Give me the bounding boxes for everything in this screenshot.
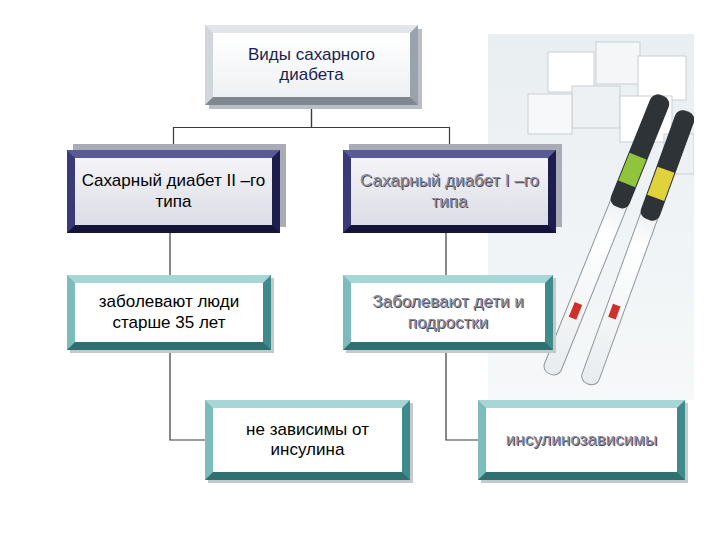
type-box: Сахарный диабет II –го типа bbox=[67, 150, 280, 233]
box-text: не зависимы от инсулина bbox=[213, 420, 402, 461]
box-text: инсулинозависимы bbox=[502, 430, 661, 450]
tree-connector bbox=[446, 350, 478, 440]
tree-connector bbox=[170, 350, 205, 440]
tree-connector bbox=[312, 105, 450, 150]
box-text: Виды сахарного диабета bbox=[213, 45, 410, 86]
type-box: Сахарный диабет I –го типа bbox=[343, 150, 556, 233]
tree-connector bbox=[169, 233, 170, 275]
age-box: Заболевают дети и подростки bbox=[343, 275, 553, 350]
title-box: Виды сахарного диабета bbox=[205, 25, 418, 105]
insulin-box: инсулинозависимы bbox=[478, 400, 685, 480]
tree-connector bbox=[174, 105, 312, 150]
box-text: Заболевают дети и подростки bbox=[351, 292, 545, 333]
tree-connector bbox=[445, 233, 446, 275]
insulin-box: не зависимы от инсулина bbox=[205, 400, 410, 480]
box-text: Сахарный диабет II –го типа bbox=[75, 171, 272, 212]
box-text: Сахарный диабет I –го типа bbox=[351, 171, 548, 212]
box-text: заболевают люди старше 35 лет bbox=[75, 292, 263, 333]
age-box: заболевают люди старше 35 лет bbox=[67, 275, 271, 350]
